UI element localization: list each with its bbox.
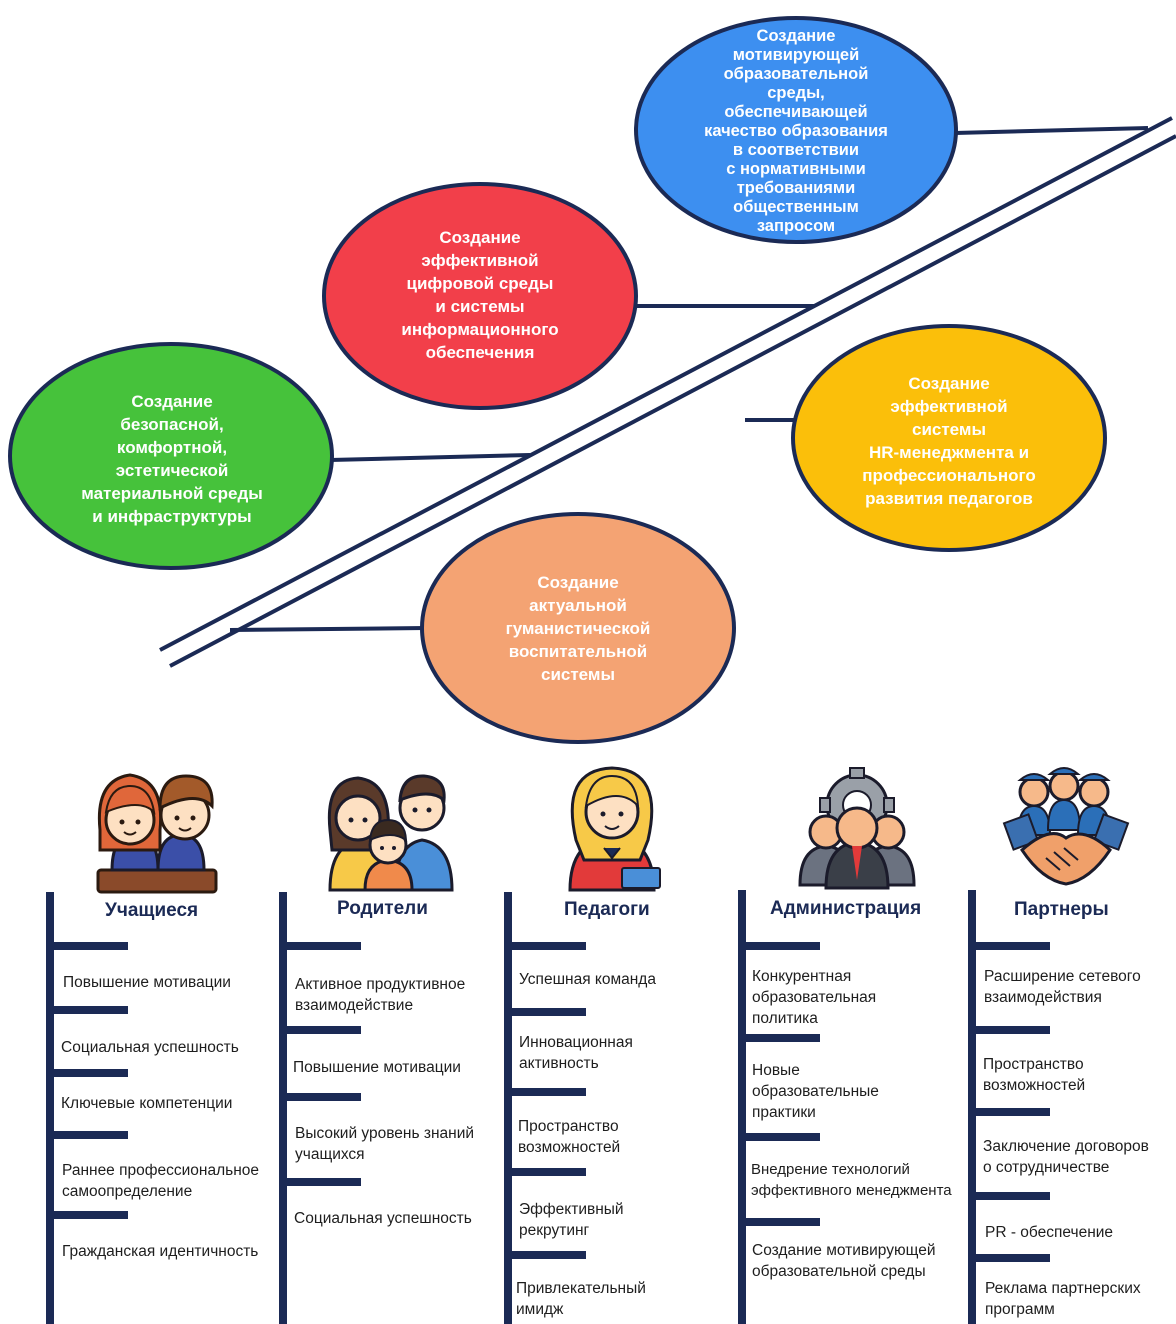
administration-item-2: Новые образовательные практики bbox=[752, 1062, 879, 1121]
group-tick bbox=[50, 1131, 128, 1139]
students-icon bbox=[96, 773, 218, 894]
connector-salmon bbox=[229, 626, 427, 632]
goal-text-blue: Создание мотивирующей образовательной ср… bbox=[704, 26, 888, 235]
group-tick bbox=[742, 942, 820, 950]
family-icon bbox=[327, 774, 454, 892]
teachers-item-2: Инновационная активность bbox=[519, 1034, 633, 1072]
students-item-1: Повышение мотивации bbox=[63, 974, 231, 991]
group-tick bbox=[283, 942, 361, 950]
group-tick bbox=[508, 942, 586, 950]
teachers-item-1: Успешная команда bbox=[519, 971, 656, 988]
group-vertical-line bbox=[279, 892, 287, 1324]
group-tick bbox=[742, 1034, 820, 1042]
goal-oval-blue bbox=[634, 16, 958, 244]
group-tick bbox=[742, 1218, 820, 1226]
students-item-3: Ключевые компетенции bbox=[61, 1095, 233, 1112]
group-tick bbox=[283, 1178, 361, 1186]
group-title-teachers: Педагоги bbox=[564, 899, 650, 920]
parents-item-4: Социальная успешность bbox=[294, 1210, 472, 1227]
partners-item-1: Расширение сетевого взаимодействия bbox=[984, 968, 1141, 1006]
group-tick bbox=[972, 942, 1050, 950]
handshake-icon bbox=[1002, 767, 1130, 886]
goal-text-red: Создание эффективной цифровой среды и си… bbox=[401, 228, 559, 362]
administration-item-1: Конкурентная образовательная политика bbox=[752, 968, 877, 1027]
goal-text-orange: Создание эффективной системы HR-менеджме… bbox=[862, 374, 1036, 508]
diagonal-line-upper bbox=[159, 116, 1173, 652]
group-vertical-line bbox=[504, 892, 512, 1324]
group-tick bbox=[283, 1093, 361, 1101]
group-vertical-line bbox=[738, 890, 746, 1324]
goal-oval-green bbox=[8, 342, 334, 570]
goal-oval-salmon bbox=[420, 512, 736, 744]
group-tick bbox=[508, 1168, 586, 1176]
group-title-parents: Родители bbox=[337, 898, 428, 919]
connector-green bbox=[329, 453, 531, 462]
parents-item-1: Активное продуктивное взаимодействие bbox=[295, 976, 466, 1014]
goal-text-green: Создание безопасной, комфортной, эстетич… bbox=[81, 392, 263, 526]
parents-item-3: Высокий уровень знаний учащихся bbox=[295, 1125, 475, 1163]
group-tick bbox=[972, 1026, 1050, 1034]
goal-oval-red bbox=[322, 182, 638, 410]
diagonal-line-lower bbox=[169, 134, 1176, 668]
group-title-partners: Партнеры bbox=[1014, 899, 1109, 920]
students-item-2: Социальная успешность bbox=[61, 1039, 239, 1056]
connector-blue bbox=[954, 126, 1149, 135]
group-vertical-line bbox=[46, 892, 54, 1324]
group-lines bbox=[46, 890, 1050, 1324]
partners-item-3: Заключение договоров о сотрудничестве bbox=[983, 1138, 1149, 1176]
goal-text-salmon: Создание актуальной гуманистической восп… bbox=[505, 572, 651, 684]
administration-item-4: Создание мотивирующей образовательной ср… bbox=[752, 1242, 936, 1280]
group-tick bbox=[50, 1211, 128, 1219]
group-tick bbox=[50, 1006, 128, 1014]
students-item-5: Гражданская идентичность bbox=[62, 1243, 259, 1260]
partners-item-5: Реклама партнерских программ bbox=[985, 1280, 1141, 1318]
group-tick bbox=[972, 1192, 1050, 1200]
group-title-students: Учащиеся bbox=[105, 900, 199, 921]
parents-item-2: Повышение мотивации bbox=[293, 1059, 461, 1076]
partners-item-4: PR - обеспечение bbox=[985, 1224, 1114, 1241]
group-tick bbox=[508, 1008, 586, 1016]
goal-oval-orange bbox=[791, 324, 1107, 552]
partners-item-2: Пространство возможностей bbox=[983, 1056, 1086, 1094]
teachers-item-3: Пространство возможностей bbox=[518, 1118, 621, 1156]
teachers-item-5: Привлекательный имидж bbox=[516, 1280, 646, 1318]
group-tick bbox=[50, 1069, 128, 1077]
group-tick bbox=[508, 1088, 586, 1096]
group-tick bbox=[972, 1254, 1050, 1262]
group-tick bbox=[283, 1026, 361, 1034]
students-item-4: Раннее профессиональное самоопределение bbox=[62, 1162, 259, 1200]
group-tick bbox=[742, 1133, 820, 1141]
group-tick bbox=[508, 1251, 586, 1259]
group-title-administration: Администрация bbox=[770, 898, 922, 919]
group-tick bbox=[972, 1108, 1050, 1116]
teachers-item-4: Эффективный рекрутинг bbox=[519, 1201, 624, 1239]
group-tick bbox=[50, 942, 128, 950]
administration-item-3: Внедрение технологий эффективного менедж… bbox=[751, 1161, 952, 1199]
group-vertical-line bbox=[968, 890, 976, 1324]
administration-icon bbox=[798, 767, 916, 890]
teacher-icon bbox=[568, 766, 661, 892]
